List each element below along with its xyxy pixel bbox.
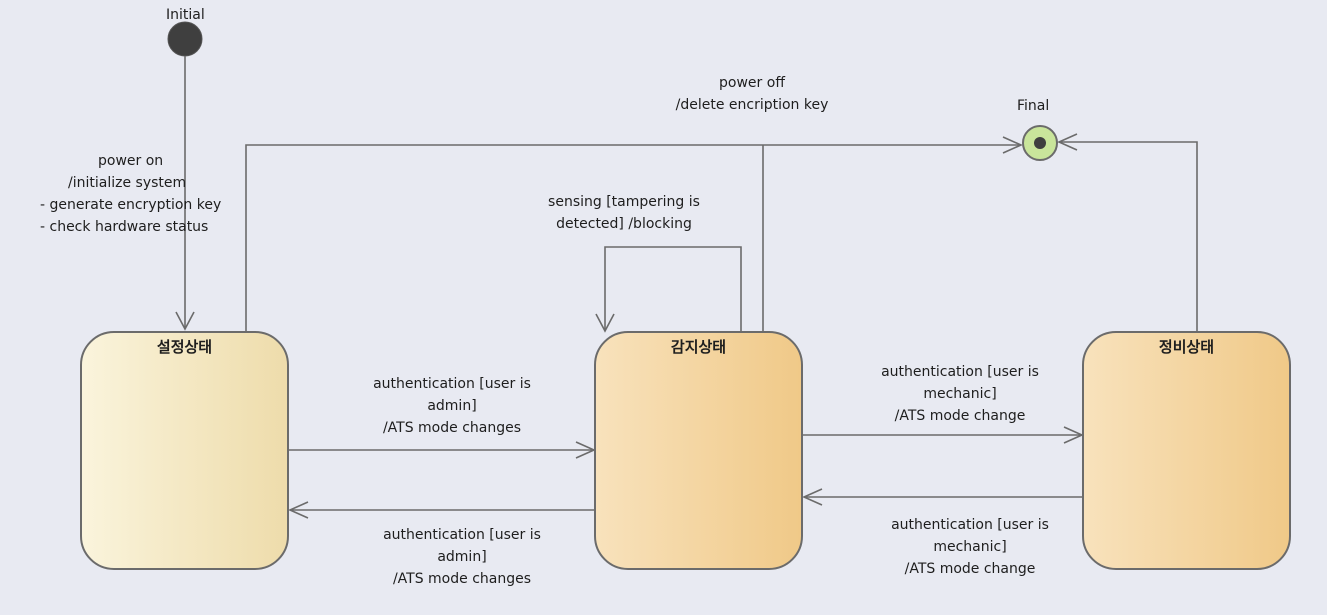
final-node-core bbox=[1034, 137, 1046, 149]
state-detect-title: 감지상태 bbox=[670, 338, 727, 356]
label-detect-to-maint-line: mechanic] bbox=[923, 386, 997, 402]
state-maint-title: 정비상태 bbox=[1158, 338, 1215, 356]
label-self-loop-line: sensing [tampering is bbox=[548, 194, 700, 210]
label-power-on-line: - check hardware status bbox=[40, 219, 209, 235]
label-detect-to-setup-line: authentication [user is bbox=[383, 527, 541, 543]
label-self-loop: sensing [tampering is detected] /blockin… bbox=[524, 191, 724, 235]
label-power-off: power off /delete encription key bbox=[662, 72, 842, 116]
label-power-on: power on /initialize system - generate e… bbox=[40, 150, 221, 238]
label-detect-to-maint-line: /ATS mode change bbox=[894, 408, 1026, 424]
state-setup[interactable]: 설정상태 bbox=[80, 331, 289, 570]
label-detect-to-setup: authentication [user is admin] /ATS mode… bbox=[362, 524, 562, 590]
transition-setup-to-final[interactable] bbox=[245, 144, 1021, 331]
label-maint-to-detect-line: /ATS mode change bbox=[904, 561, 1036, 577]
label-setup-to-detect: authentication [user is admin] /ATS mode… bbox=[352, 373, 552, 439]
label-setup-to-detect-line: admin] bbox=[427, 398, 477, 414]
transition-maint-to-final[interactable] bbox=[1059, 141, 1198, 331]
state-maint[interactable]: 정비상태 bbox=[1082, 331, 1291, 570]
label-setup-to-detect-line: /ATS mode changes bbox=[382, 420, 522, 436]
label-power-on-line: - generate encryption key bbox=[40, 197, 222, 213]
label-power-off-line: /delete encription key bbox=[675, 97, 829, 113]
label-detect-to-maint: authentication [user is mechanic] /ATS m… bbox=[860, 361, 1060, 427]
arrowhead-to-final-right bbox=[1057, 133, 1078, 151]
initial-label: Initial bbox=[166, 7, 205, 23]
label-setup-to-detect-line: authentication [user is bbox=[373, 376, 531, 392]
final-label: Final bbox=[1017, 98, 1050, 114]
arrowhead-power-on bbox=[175, 311, 195, 331]
state-detect[interactable]: 감지상태 bbox=[594, 331, 803, 570]
transition-self-loop[interactable] bbox=[604, 246, 742, 331]
label-detect-to-setup-line: /ATS mode changes bbox=[392, 571, 532, 587]
label-maint-to-detect: authentication [user is mechanic] /ATS m… bbox=[870, 514, 1070, 580]
label-detect-to-maint-line: authentication [user is bbox=[881, 364, 1039, 380]
label-detect-to-setup-line: admin] bbox=[437, 549, 487, 565]
arrowhead-to-final-left bbox=[1002, 136, 1023, 154]
label-power-on-line: /initialize system bbox=[68, 175, 187, 191]
arrowhead-maint-to-detect bbox=[802, 488, 823, 506]
label-self-loop-line: detected] /blocking bbox=[556, 216, 692, 232]
arrowhead-detect-to-setup bbox=[288, 501, 309, 519]
label-power-on-line: power on bbox=[98, 153, 164, 169]
label-maint-to-detect-line: authentication [user is bbox=[891, 517, 1049, 533]
label-power-off-line: power off bbox=[719, 75, 785, 91]
label-maint-to-detect-line: mechanic] bbox=[933, 539, 1007, 555]
state-setup-title: 설정상태 bbox=[156, 338, 213, 356]
initial-node[interactable] bbox=[167, 21, 203, 57]
arrowhead-self-loop bbox=[595, 313, 615, 333]
